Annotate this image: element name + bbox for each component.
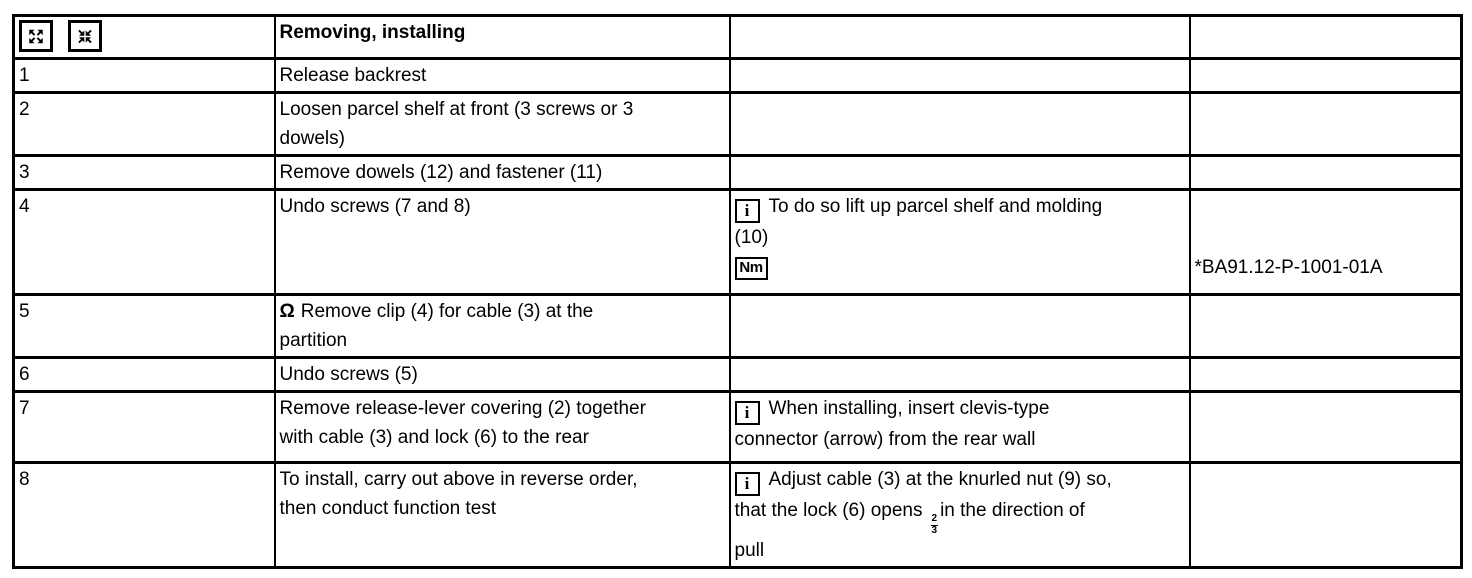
note-text: that the lock (6) opens — [734, 500, 923, 521]
step-number: 3 — [12, 154, 276, 191]
note-text: (10) — [734, 227, 769, 248]
table-row: 2 Loosen parcel shelf at front (3 screws… — [12, 91, 1463, 157]
step-number: 6 — [12, 356, 276, 393]
section-title: Removing, installing — [273, 14, 731, 60]
omega-clip-symbol: Ω — [279, 301, 295, 322]
step-number: 7 — [12, 390, 276, 464]
toolbar-cell — [12, 14, 276, 60]
instruction-text: Release backrest — [273, 57, 731, 94]
note-cell: i To do so lift up parcel shelf and moldi… — [728, 188, 1191, 296]
empty-cell — [1188, 293, 1463, 359]
empty-cell — [728, 154, 1191, 191]
note-text: When installing, insert clevis-type — [768, 398, 1050, 419]
note-text: connector (arrow) from the rear wall — [734, 429, 1036, 450]
nm-torque-icon: Nm — [734, 257, 768, 280]
empty-cell — [1188, 461, 1463, 569]
note-cell: i When installing, insert clevis-type con… — [728, 390, 1191, 464]
table-row: 3 Remove dowels (12) and fastener (11) — [12, 154, 1463, 191]
instruction-text: Undo screws (7 and 8) — [273, 188, 731, 296]
step-number: 1 — [12, 57, 276, 94]
step-number: 5 — [12, 293, 276, 359]
document-reference: *BA91.12-P-1001-01A — [1188, 188, 1463, 296]
collapse-all-icon[interactable] — [68, 20, 103, 52]
table-row: 6 Undo screws (5) — [12, 356, 1463, 393]
empty-cell — [1188, 57, 1463, 94]
collapse-arrows-glyph — [78, 29, 93, 43]
empty-cell — [1188, 14, 1463, 60]
note-cell: i Adjust cable (3) at the knurled nut (9)… — [728, 461, 1191, 569]
step-number: 2 — [12, 91, 276, 157]
expand-all-icon[interactable] — [19, 20, 53, 52]
info-icon: i — [734, 401, 760, 425]
step-number: 4 — [12, 188, 276, 296]
table-row: 1 Release backrest — [12, 57, 1463, 94]
instruction-text: Undo screws (5) — [273, 356, 731, 393]
empty-cell — [1188, 356, 1463, 393]
instruction-text: Remove release-lever covering (2) togeth… — [273, 390, 731, 464]
note-text: in the direction of — [940, 500, 1085, 521]
empty-cell — [1188, 154, 1463, 191]
empty-cell — [728, 57, 1191, 94]
table-row: 7 Remove release-lever covering (2) toge… — [12, 390, 1463, 464]
empty-cell — [728, 356, 1191, 393]
empty-cell — [728, 293, 1191, 359]
note-text: To do so lift up parcel shelf and moldin… — [768, 196, 1103, 217]
instruction-text: To install, carry out above in reverse o… — [273, 461, 731, 569]
note-text: pull — [734, 540, 765, 561]
step-number: 8 — [12, 461, 276, 569]
empty-cell — [728, 91, 1191, 157]
info-icon: i — [734, 472, 760, 496]
table-row: 8 To install, carry out above in reverse… — [12, 461, 1463, 569]
note-text: Adjust cable (3) at the knurled nut (9) … — [768, 469, 1112, 490]
empty-cell — [1188, 390, 1463, 464]
header-row: Removing, installing — [12, 14, 1463, 60]
empty-cell — [1188, 91, 1463, 157]
procedure-table: Removing, installing 1 Release backrest … — [12, 14, 1463, 569]
expand-arrows-glyph — [29, 29, 43, 43]
empty-cell — [728, 14, 1191, 60]
instruction-text: Loosen parcel shelf at front (3 screws o… — [273, 91, 731, 157]
info-icon: i — [734, 199, 760, 223]
table-row: 4 Undo screws (7 and 8) i To do so lift u… — [12, 188, 1463, 296]
instruction-text: Remove dowels (12) and fastener (11) — [273, 154, 731, 191]
